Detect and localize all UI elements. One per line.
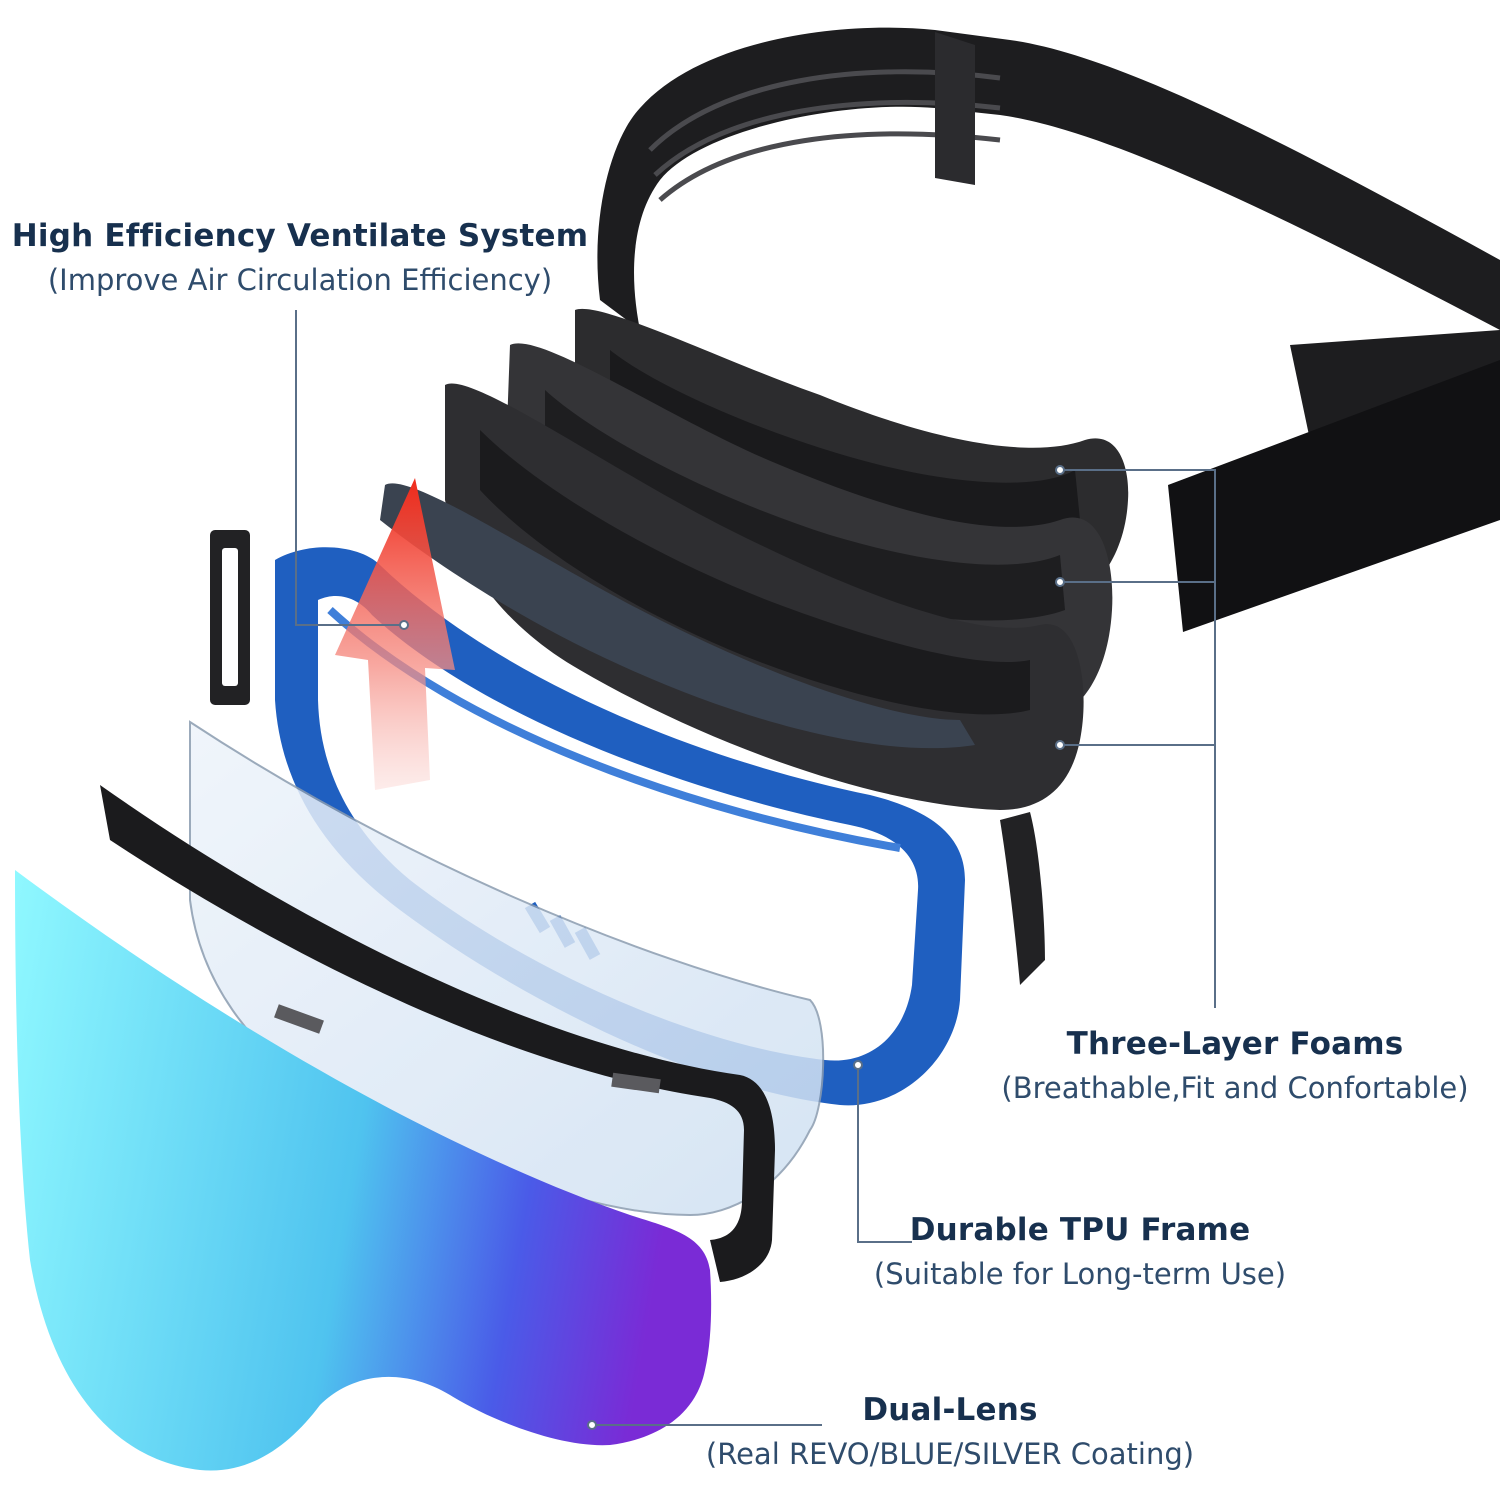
ventilation-subtitle: (Improve Air Circulation Efficiency) (47, 263, 553, 297)
outer-revo-lens (15, 870, 712, 1471)
callout-lens: Dual-Lens (Real REVO/BLUE/SILVER Coating… (660, 1388, 1240, 1476)
airflow-arrow (335, 478, 455, 790)
foam-layers (380, 308, 1129, 810)
callout-ventilation: High Efficiency Ventilate System (Improv… (0, 214, 600, 302)
callout-frame: Durable TPU Frame (Suitable for Long-ter… (830, 1208, 1330, 1296)
lens-frame (100, 785, 775, 1282)
leader-dots (399, 465, 1065, 1430)
callout-foams: Three-Layer Foams (Breathable,Fit and Co… (970, 1022, 1500, 1110)
leader-lines (295, 310, 1216, 1426)
frame-title: Durable TPU Frame (909, 1212, 1251, 1248)
frame-subtitle: (Suitable for Long-term Use) (873, 1257, 1287, 1291)
ventilation-title: High Efficiency Ventilate System (11, 218, 589, 254)
foams-subtitle: (Breathable,Fit and Confortable) (1001, 1071, 1469, 1105)
lens-subtitle: (Real REVO/BLUE/SILVER Coating) (705, 1437, 1195, 1471)
right-side-clip (1000, 812, 1045, 985)
headband-strap (597, 27, 1500, 632)
foams-title: Three-Layer Foams (1066, 1026, 1404, 1062)
lens-title: Dual-Lens (862, 1392, 1038, 1428)
